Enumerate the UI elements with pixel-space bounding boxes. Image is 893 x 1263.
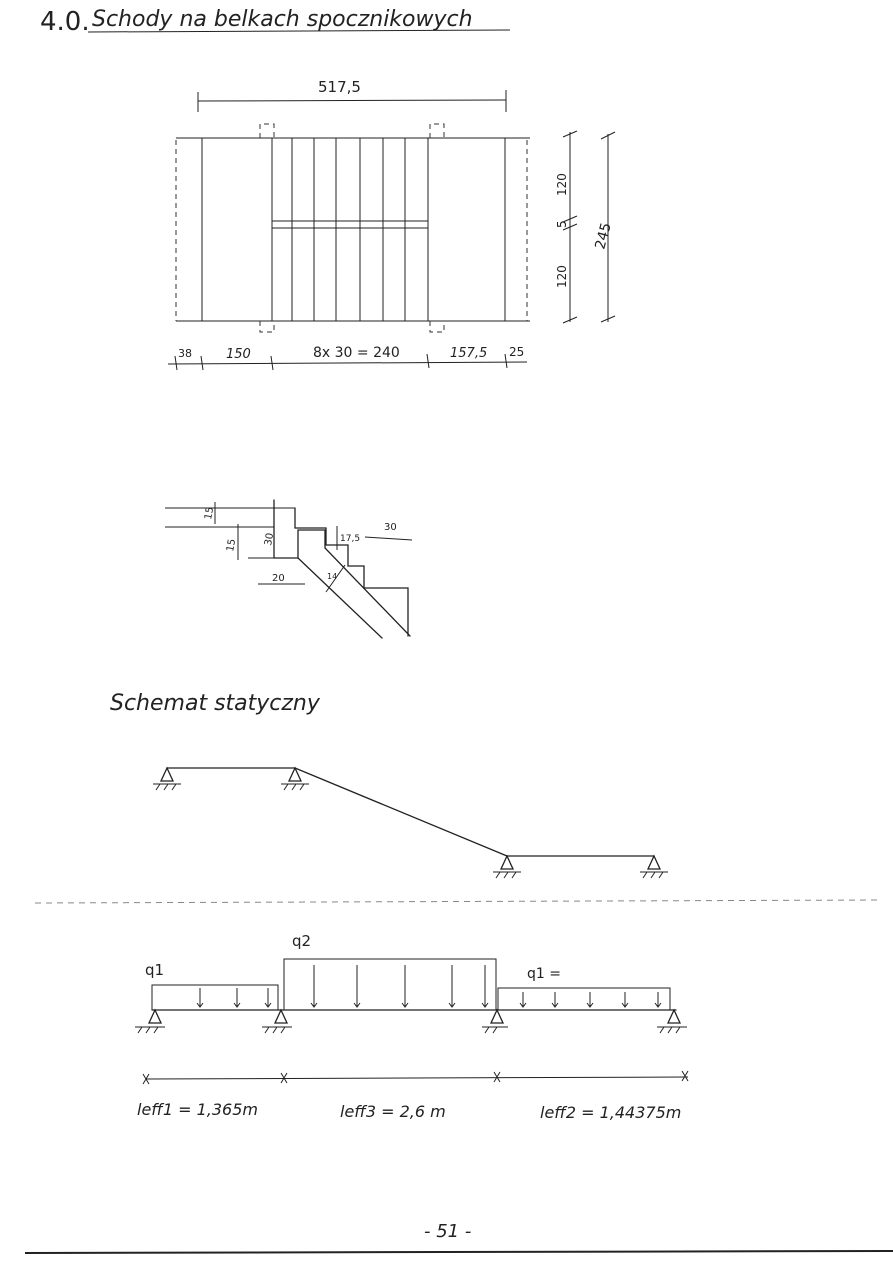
bottom-tick-3 — [270, 355, 274, 371]
side-dim-bottom: 120 — [555, 265, 569, 288]
section-dim-4: 17,5 — [340, 534, 360, 544]
beam-support-2 — [262, 1008, 292, 1034]
total-height-tick-bottom — [600, 315, 616, 323]
total-height-tick-top — [600, 131, 616, 140]
beam-support-1 — [135, 1008, 165, 1034]
section-dim-7: 14 — [327, 572, 337, 581]
side-tick-2 — [562, 215, 578, 223]
load-label-q1-left: q1 — [145, 961, 164, 979]
span-tick-1 — [142, 1073, 150, 1085]
plan-bottom-dimension-line — [167, 361, 528, 365]
title-underline — [87, 29, 511, 33]
pin-support-3 — [493, 854, 521, 879]
beam-support-4 — [657, 1008, 687, 1034]
plan-top-dimension-line — [197, 99, 507, 102]
bottom-tick-5 — [504, 353, 508, 369]
section-dim-5: 30 — [384, 522, 397, 533]
load-label-q1-right: q1 = — [527, 966, 561, 982]
load-q2-arrows — [310, 965, 489, 1008]
stair-section-drawing: 15 15 30 17,5 30 20 14 — [165, 499, 413, 639]
load-q1-right-arrows — [519, 992, 662, 1008]
section-title: Schody na belkach spocznikowych — [92, 7, 473, 32]
pin-support-1 — [153, 766, 181, 791]
plan-total-height-label: 245 — [592, 221, 614, 251]
span-label-leff1: leff1 = 1,365m — [137, 1100, 258, 1119]
static-scheme-title: Schemat statyczny — [110, 691, 321, 716]
static-scheme-drawing — [153, 766, 668, 879]
span-tick-2 — [280, 1072, 288, 1084]
load-label-q2: q2 — [292, 932, 311, 950]
bottom-tick-2 — [200, 355, 204, 371]
load-scheme-drawing: q1 q2 q1 = leff1 = 1,365m leff3 = 2,6 m … — [135, 932, 689, 1122]
beam-end-bottom-left — [259, 321, 275, 333]
beam-end-bottom-right — [429, 321, 445, 333]
step-lines — [291, 138, 406, 321]
load-q1-right-area — [497, 987, 671, 1010]
dim-30-line — [364, 536, 413, 541]
inclined-flight-beam — [294, 767, 508, 857]
span-dimension-line — [145, 1076, 689, 1080]
load-q2-area — [283, 958, 497, 1010]
plan-total-width-label: 517,5 — [318, 78, 361, 96]
span-label-leff2: leff2 = 1,44375m — [540, 1103, 681, 1122]
bottom-tick-4 — [426, 353, 430, 369]
footer-line — [24, 1250, 893, 1254]
bottom-tick-1 — [174, 355, 178, 371]
side-dim-top: 120 — [555, 173, 569, 196]
page-number: - 51 - — [424, 1221, 471, 1242]
dim-14-line — [325, 564, 346, 593]
section-number: 4.0. — [40, 7, 90, 37]
flight-slab-bottom — [297, 557, 383, 639]
bottom-dim-4: 157,5 — [450, 346, 487, 361]
beam-support-3 — [482, 1008, 508, 1034]
side-tick-3 — [562, 223, 578, 231]
beam-end-top-right — [429, 123, 445, 138]
load-q1-left-area — [151, 984, 279, 1010]
stair-plan-drawing: 517,5 120 5 — [167, 78, 616, 371]
bottom-dim-2: 150 — [226, 347, 251, 362]
section-dim-2: 15 — [225, 538, 238, 552]
bottom-dim-1: 38 — [178, 347, 192, 360]
side-tick-1 — [562, 130, 578, 138]
side-dim-middle: 5 — [555, 220, 569, 228]
span-label-leff3: leff3 = 2,6 m — [340, 1102, 446, 1121]
bottom-dim-5: 25 — [509, 345, 524, 359]
pin-support-2 — [281, 766, 309, 791]
bottom-dim-3: 8x 30 = 240 — [313, 345, 400, 361]
side-tick-4 — [562, 316, 578, 324]
load-q1-left-arrows — [196, 988, 272, 1008]
separator-dashed-line — [34, 899, 881, 904]
section-dim-6: 20 — [272, 573, 285, 584]
section-dim-3: 30 — [263, 532, 276, 546]
span-tick-3 — [493, 1071, 501, 1083]
pin-support-4 — [640, 854, 668, 879]
beam-end-top-left — [259, 123, 275, 138]
section-dim-1: 15 — [203, 506, 216, 520]
step-profile — [294, 507, 409, 637]
span-tick-4 — [681, 1070, 689, 1082]
